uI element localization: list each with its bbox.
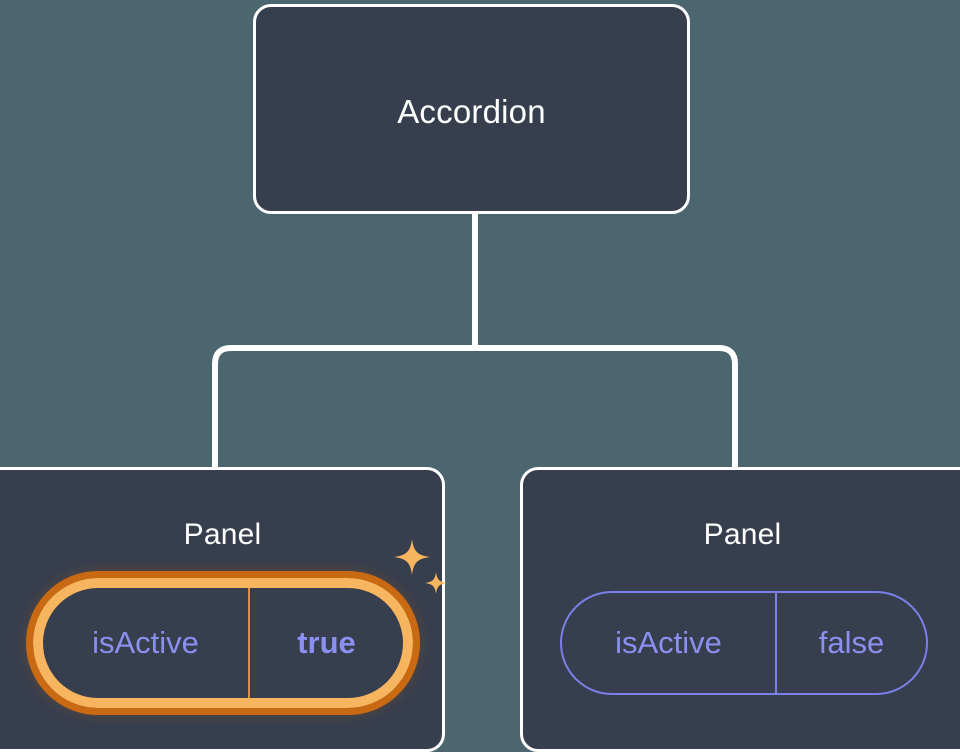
prop-pill-isactive-false[interactable]: isActive false — [560, 591, 928, 695]
component-tree-diagram: Accordion Panel isActive true Panel isAc… — [0, 4, 960, 752]
connector-branch-right — [475, 345, 738, 468]
prop-key: isActive — [43, 588, 250, 698]
prop-value: true — [297, 625, 356, 660]
prop-key: isActive — [562, 593, 777, 693]
prop-pill-isactive-true[interactable]: isActive true — [26, 571, 420, 715]
prop-value: false — [818, 625, 885, 660]
node-panel-active[interactable]: Panel isActive true — [0, 467, 445, 752]
node-accordion[interactable]: Accordion — [253, 4, 690, 214]
node-accordion-label: Accordion — [397, 93, 546, 130]
node-panel-inactive[interactable]: Panel isActive false — [520, 467, 960, 752]
node-panel-inactive-label: Panel — [703, 518, 782, 551]
node-panel-active-label: Panel — [183, 518, 262, 551]
connector-branch-left — [212, 345, 475, 468]
